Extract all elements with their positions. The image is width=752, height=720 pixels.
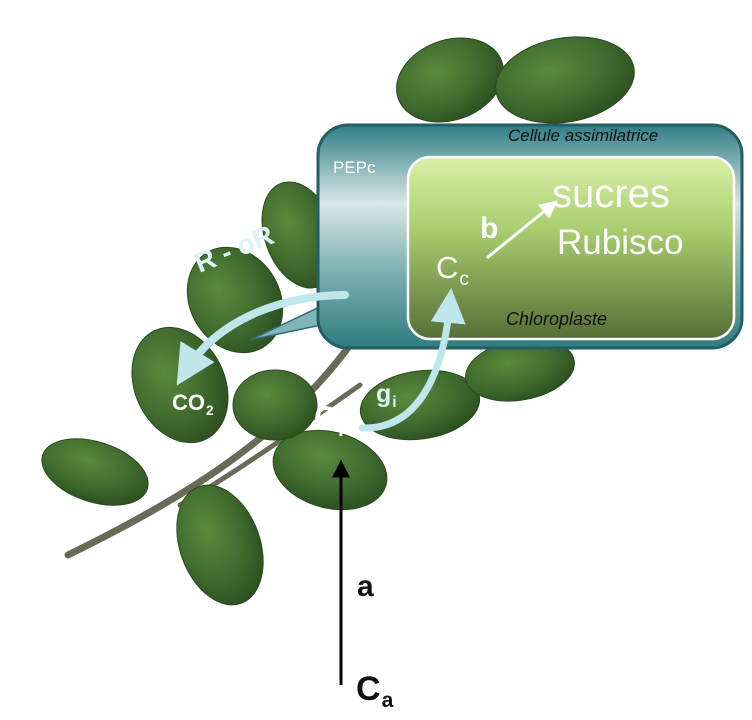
leaflet [176,484,264,606]
chloroplast-box [406,155,736,341]
cell-title: Cellule assimilatrice [508,126,659,145]
cell-enzyme-label: PEPc [333,158,376,177]
co2-label: CO2 [172,390,214,418]
ca-main: C [356,670,381,708]
co2-main: CO [172,390,205,415]
ca-sub: a [381,689,394,713]
chloroplast-product-label: sucres [552,172,670,216]
leaflet [41,438,149,506]
internal-conductance-label: gi [376,380,397,412]
respiration-arrow [176,291,349,386]
chloroplast-concentration-sub: c [459,268,469,290]
leaflet [232,369,318,441]
leaflet [396,37,504,123]
ci-main: C [314,400,338,436]
leaflet [186,246,284,354]
carboxylation-arrow [486,200,558,259]
gi-sub: i [392,394,397,412]
chloroplast-title: Chloroplaste [506,309,608,329]
internal-conductance-arrow [358,288,466,432]
ambient-concentration-label: Ca [356,670,394,713]
ci-sub: i [338,418,344,441]
b-flux-label: b [480,212,499,245]
chloroplast-enzyme-label: Rubisco [557,223,684,262]
a-flux-label: a [357,570,374,603]
leaflet [495,36,635,124]
leaflet [272,429,388,511]
chloroplast-concentration-main: C [436,250,459,285]
intercellular-concentration-label: Ci [314,400,344,441]
co2-sub: 2 [206,402,214,418]
chloroplast-concentration-label: Cc [436,250,469,290]
gi-main: g [376,380,392,408]
